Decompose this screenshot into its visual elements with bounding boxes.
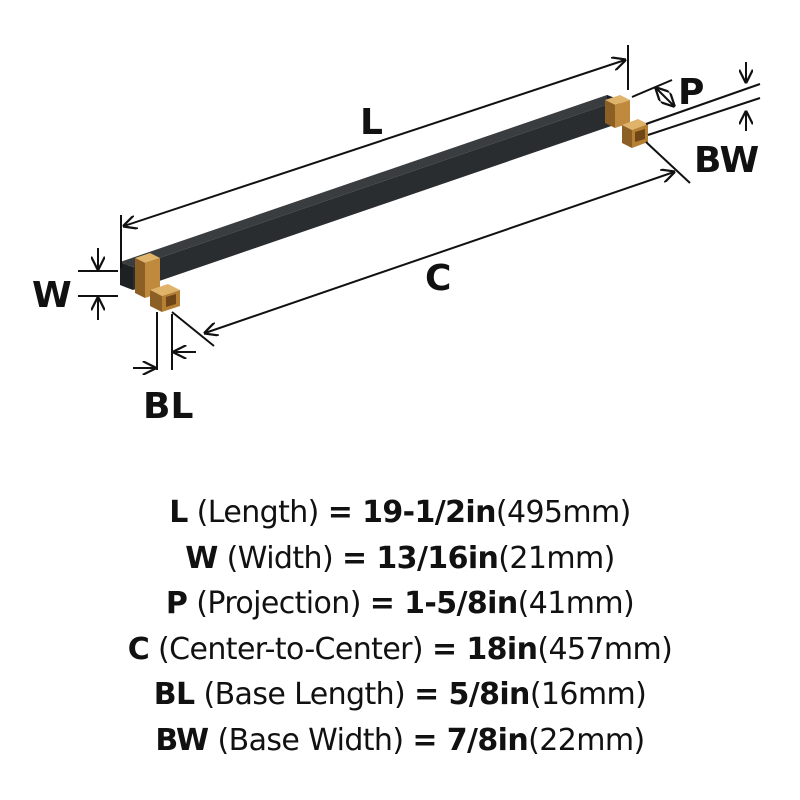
p-extension-top xyxy=(631,79,673,98)
spec-width: W (Width) = 13/16in(21mm) xyxy=(0,536,800,582)
label-width: W xyxy=(32,275,72,316)
spec-desc: (Length) xyxy=(187,495,328,530)
spec-equals: = xyxy=(369,586,405,621)
p-dimension-arrow xyxy=(656,88,674,106)
spec-metric: (41mm) xyxy=(517,586,635,621)
spec-desc: (Projection) xyxy=(187,586,370,621)
right-post xyxy=(605,95,648,148)
spec-equals: = xyxy=(431,631,467,667)
label-base-length: BL xyxy=(143,386,193,427)
spec-abbr: W xyxy=(185,540,218,576)
spec-imperial: 13/16in xyxy=(376,540,499,576)
spec-base-width: BW (Base Width) = 7/8in(22mm) xyxy=(0,718,800,764)
spec-equals: = xyxy=(412,722,447,758)
left-base-socket xyxy=(166,294,176,307)
left-post-top xyxy=(135,253,160,263)
spec-abbr: C xyxy=(127,631,150,667)
left-base-front xyxy=(150,290,162,312)
spec-imperial: 7/8in xyxy=(446,722,529,758)
c-extension-right xyxy=(645,141,691,184)
label-projection: P xyxy=(678,72,704,113)
right-base-socket xyxy=(635,129,645,142)
spec-length: L (Length) = 19-1/2in(495mm) xyxy=(0,490,800,536)
bar-front-face xyxy=(120,262,133,290)
c-extension-left xyxy=(171,311,215,347)
spec-abbr: L xyxy=(169,495,188,530)
spec-metric: (16mm) xyxy=(529,677,647,712)
left-post-side xyxy=(135,258,145,298)
spec-imperial: 5/8in xyxy=(448,677,530,712)
dimension-lines xyxy=(78,45,761,370)
spec-desc: (Center-to-Center) xyxy=(149,631,432,667)
bw-extension-bottom xyxy=(647,97,761,136)
spec-abbr: BW xyxy=(155,722,209,758)
p-extension-bottom xyxy=(645,83,761,125)
label-base-width: BW xyxy=(694,140,759,181)
spec-desc: (Base Width) xyxy=(208,722,413,758)
spec-imperial: 1-5/8in xyxy=(404,586,518,621)
spec-abbr: P xyxy=(165,586,188,621)
spec-metric: (457mm) xyxy=(537,631,673,667)
spec-desc: (Width) xyxy=(217,540,342,576)
c-dimension-arrow xyxy=(205,172,674,333)
left-base-top xyxy=(150,284,180,296)
spec-equals: = xyxy=(327,495,363,530)
spec-imperial: 18in xyxy=(466,631,538,667)
spec-desc: (Base Length) xyxy=(194,677,415,712)
label-length: L xyxy=(360,102,383,143)
pull-dimension-diagram: L C W BL P BW xyxy=(32,45,761,427)
specification-list: L (Length) = 19-1/2in(495mm) W (Width) =… xyxy=(0,490,800,763)
spec-center-to-center: C (Center-to-Center) = 18in(457mm) xyxy=(0,627,800,673)
spec-equals: = xyxy=(414,677,449,712)
spec-base-length: BL (Base Length) = 5/8in(16mm) xyxy=(0,672,800,718)
label-center: C xyxy=(425,258,451,299)
spec-metric: (495mm) xyxy=(495,495,632,530)
spec-projection: P (Projection) = 1-5/8in(41mm) xyxy=(0,581,800,627)
spec-abbr: BL xyxy=(153,677,195,712)
left-post xyxy=(135,253,180,312)
spec-imperial: 19-1/2in xyxy=(362,495,496,530)
spec-metric: (22mm) xyxy=(528,722,645,758)
spec-metric: (21mm) xyxy=(498,540,615,576)
spec-equals: = xyxy=(342,540,377,576)
